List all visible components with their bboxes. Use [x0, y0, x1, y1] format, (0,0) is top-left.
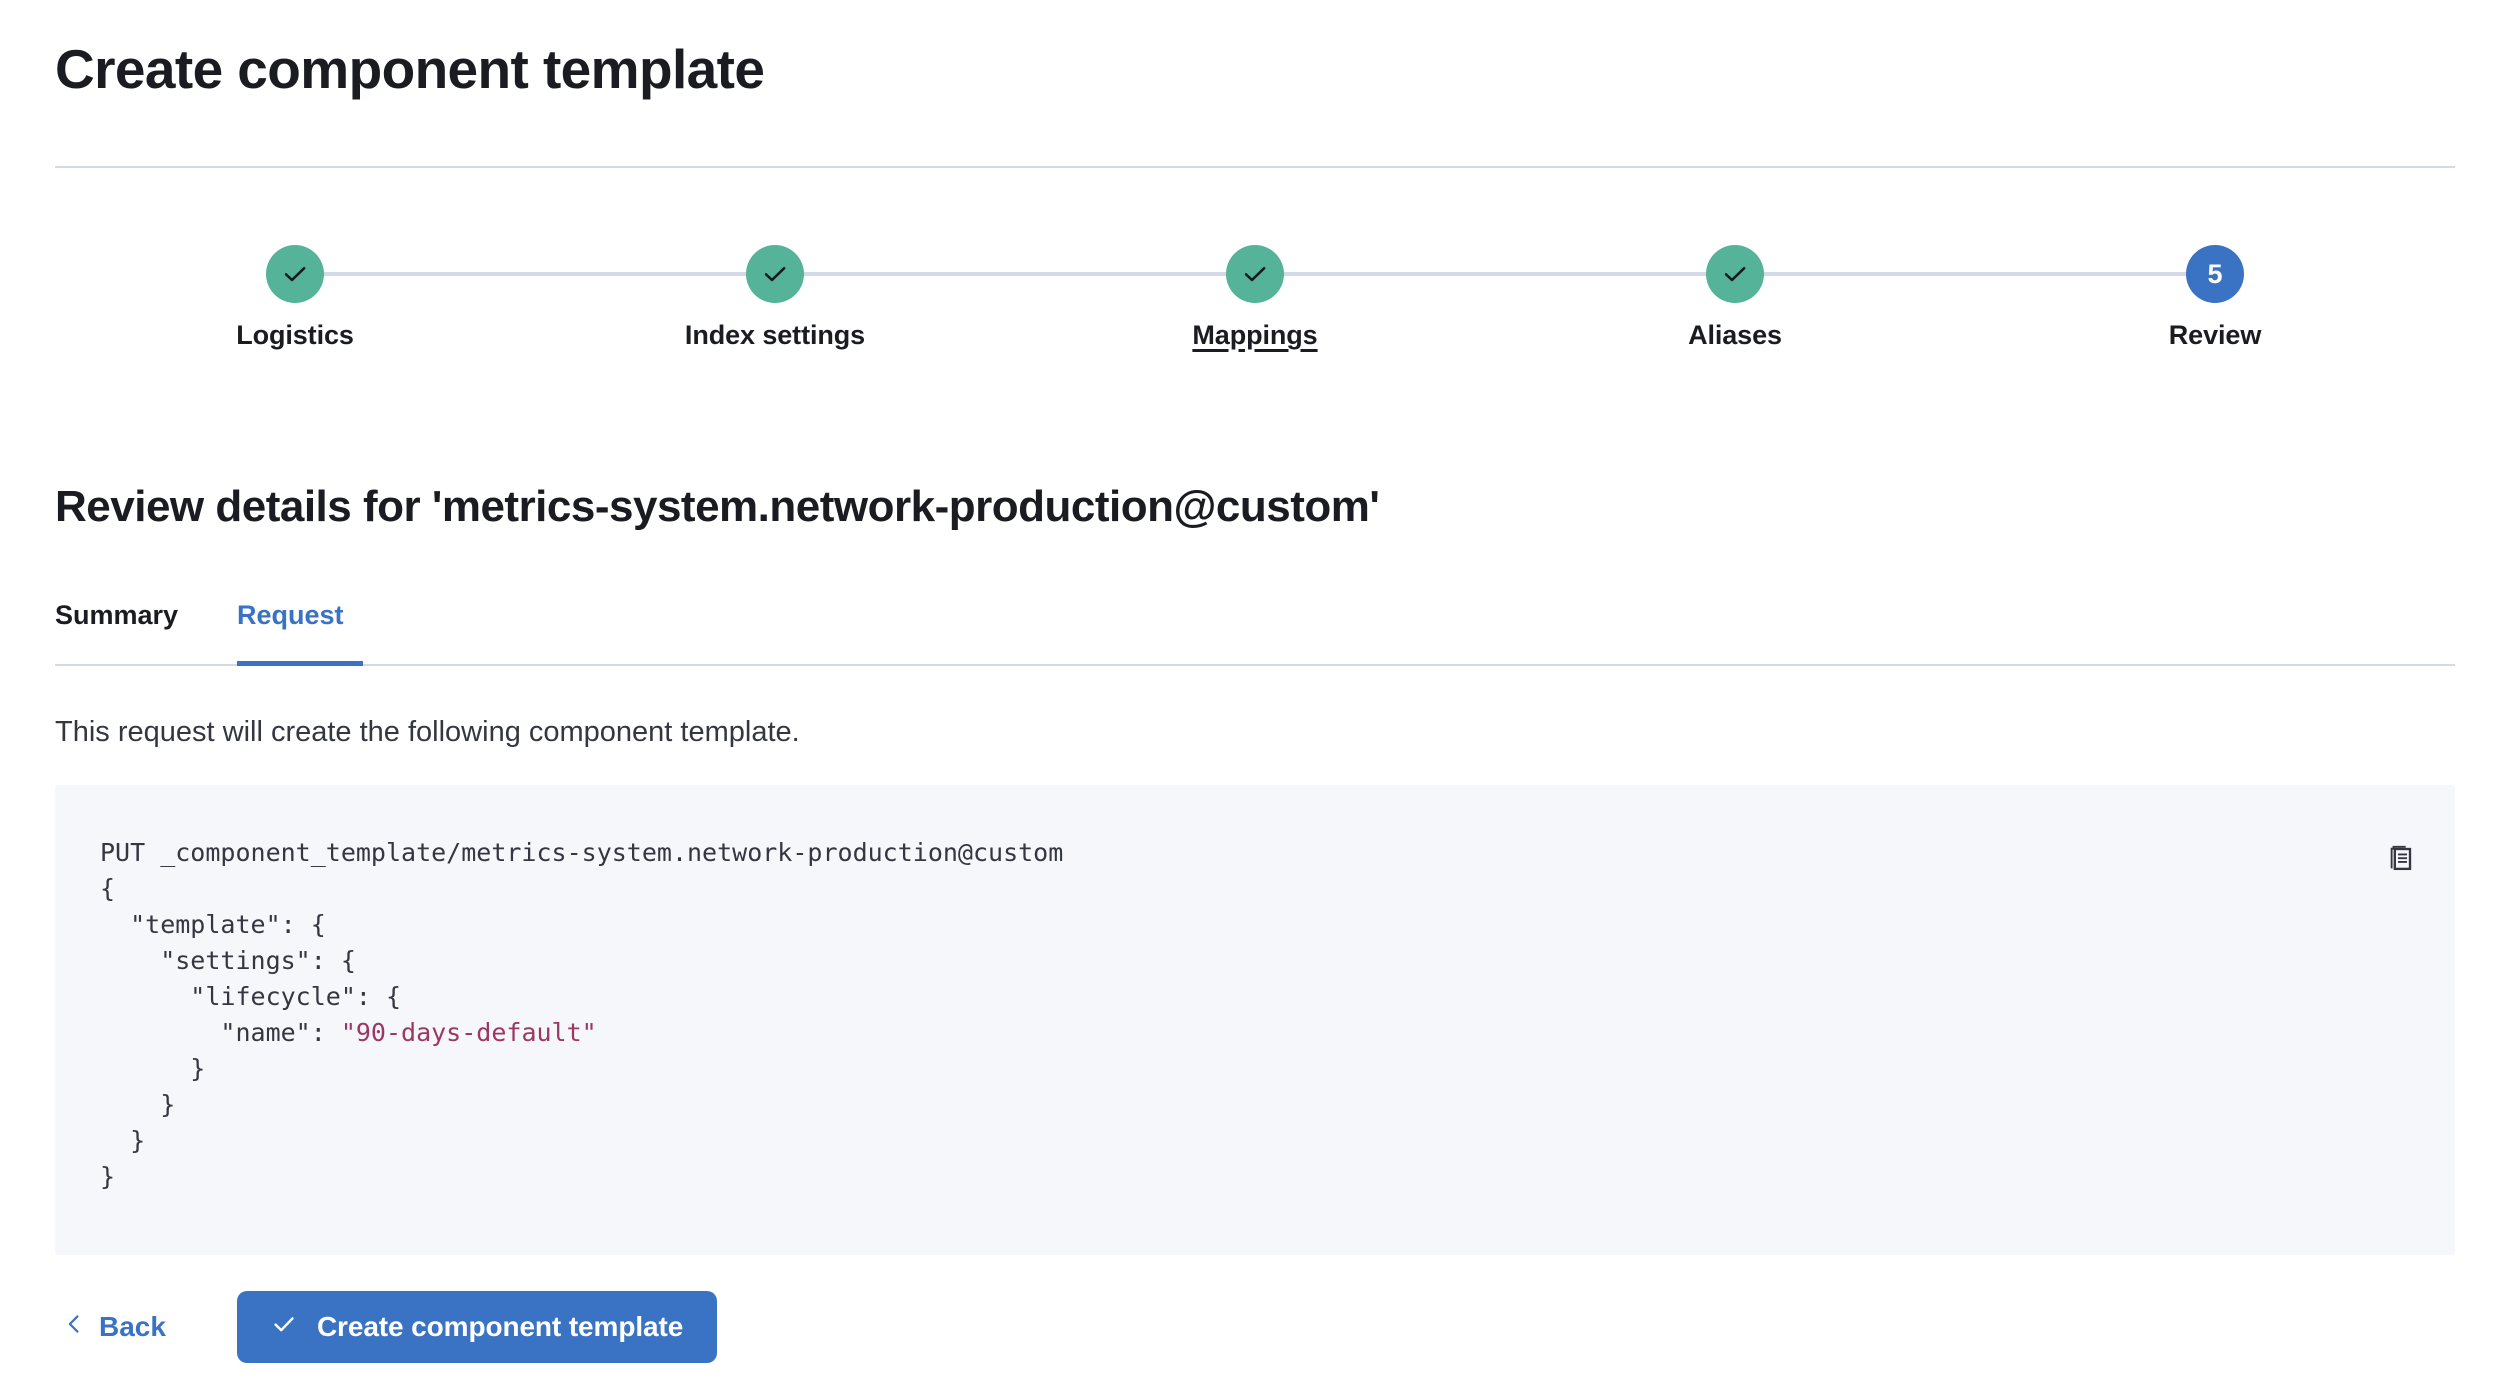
tab-request[interactable]: Request [237, 598, 344, 666]
stepper-step-mappings[interactable]: Mappings [1055, 245, 1455, 351]
stepper-step-aliases[interactable]: Aliases [1535, 245, 1935, 351]
step-complete-badge [1706, 245, 1764, 303]
header-divider [55, 166, 2455, 168]
tab-summary[interactable]: Summary [55, 598, 178, 666]
back-button[interactable]: Back [55, 1301, 178, 1354]
tabs-baseline [55, 664, 2455, 666]
stepper-step-index-settings[interactable]: Index settings [575, 245, 975, 351]
stepper-connector [775, 272, 1255, 276]
details-tabs: Summary Request [55, 598, 2455, 666]
check-icon [1240, 259, 1270, 289]
stepper-step-label[interactable]: Mappings [1192, 320, 1318, 350]
stepper-connector [295, 272, 775, 276]
review-details-heading: Review details for 'metrics-system.netwo… [55, 482, 1380, 531]
check-icon [280, 259, 310, 289]
clipboard-copy-icon [2386, 843, 2416, 876]
back-button-label: Back [99, 1311, 166, 1342]
step-complete-badge [266, 245, 324, 303]
step-number-badge: 5 [2186, 245, 2244, 303]
create-component-template-button[interactable]: Create component template [236, 1291, 718, 1363]
chevron-left-icon [63, 1311, 85, 1344]
request-description: This request will create the following c… [55, 716, 800, 748]
create-button-label: Create component template [316, 1311, 684, 1342]
request-code-block: PUT _component_template/metrics-system.n… [100, 838, 1064, 1191]
stepper-step-label[interactable]: Aliases [1688, 320, 1782, 350]
check-icon [271, 1311, 297, 1344]
step-complete-badge [1226, 245, 1284, 303]
page-title: Create component template [55, 38, 765, 100]
tab-active-underline [237, 661, 363, 666]
stepper-step-label[interactable]: Review [2168, 320, 2262, 350]
wizard-footer-actions: Back Create component template [55, 1288, 718, 1366]
check-icon [760, 259, 790, 289]
stepper-connector [1255, 272, 1735, 276]
check-icon [1720, 259, 1750, 289]
stepper-step-label[interactable]: Index settings [684, 320, 866, 350]
stepper-step-logistics[interactable]: Logistics [95, 245, 495, 351]
stepper-connector [1735, 272, 2215, 276]
step-complete-badge [746, 245, 804, 303]
copy-to-clipboard-button[interactable] [2377, 835, 2425, 883]
stepper-step-label[interactable]: Logistics [236, 320, 354, 350]
step-number: 5 [2207, 258, 2223, 289]
request-code-panel: PUT _component_template/metrics-system.n… [55, 785, 2455, 1255]
